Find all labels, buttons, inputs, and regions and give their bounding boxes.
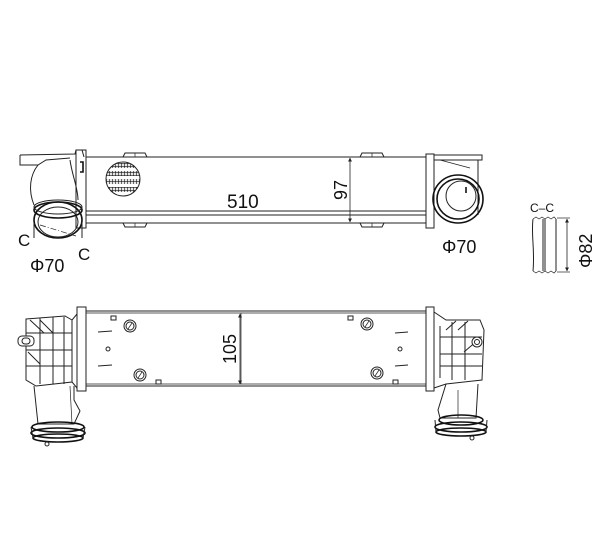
mount-bolt xyxy=(370,366,384,380)
front-core xyxy=(85,152,427,228)
mount-bolt xyxy=(133,368,147,382)
right-pipe-diameter-label: Φ70 xyxy=(442,237,476,257)
section-cc-view: C–C Φ82 xyxy=(530,201,596,274)
section-marker-right: C xyxy=(78,245,90,264)
fin-detail-circle xyxy=(105,161,141,197)
section-title: C–C xyxy=(530,201,554,215)
mount-bolt xyxy=(360,317,374,331)
left-tank-top xyxy=(17,306,87,447)
section-diameter-label: Φ82 xyxy=(576,234,596,268)
left-pipe-diameter-label: Φ70 xyxy=(30,256,64,276)
right-tank-front xyxy=(425,153,484,229)
right-tank-top xyxy=(425,306,488,441)
section-marker-left: C xyxy=(18,231,30,250)
top-view: 105 xyxy=(17,306,488,447)
top-core xyxy=(85,310,427,387)
front-view: C C Φ70 Φ70 97 510 xyxy=(18,149,484,276)
left-tank-front xyxy=(19,149,87,239)
width-dimension-label: 105 xyxy=(220,334,240,364)
length-dimension-label: 510 xyxy=(227,192,259,213)
height-dimension-label: 97 xyxy=(331,180,351,200)
mount-bolt xyxy=(123,319,137,333)
